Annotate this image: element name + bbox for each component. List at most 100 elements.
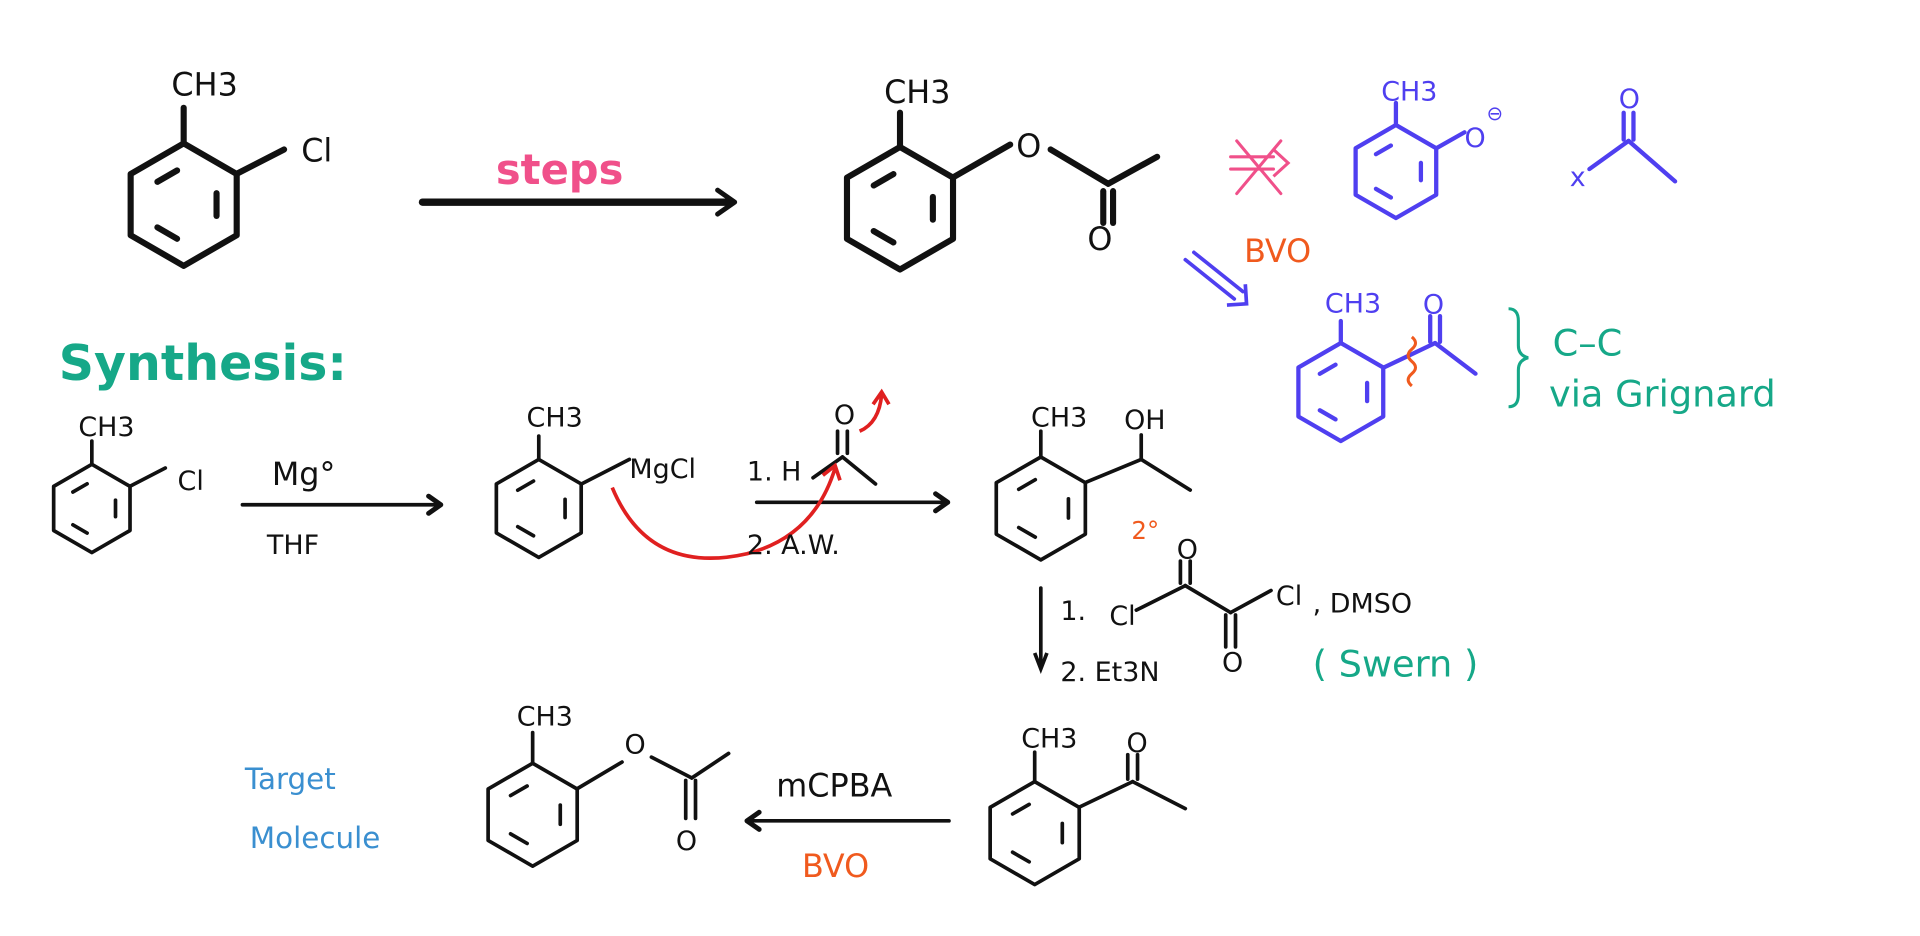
bond — [233, 146, 288, 178]
acyl-x: x — [1570, 162, 1586, 193]
mg-reagent: Mg° — [272, 455, 336, 493]
bond — [127, 466, 168, 489]
aromatic-double-bond — [1317, 362, 1338, 376]
bond — [1587, 138, 1631, 172]
s2-ch3: CH3 — [527, 402, 583, 433]
et3n-label: 2. Et3N — [1060, 657, 1159, 688]
s1-cl: Cl — [178, 466, 204, 497]
start-ch3-label: CH3 — [171, 66, 237, 104]
aromatic-double-bond — [1016, 477, 1038, 492]
bond — [1434, 130, 1467, 151]
acyl-o: O — [1619, 84, 1640, 115]
bond — [1134, 583, 1188, 612]
target-ester-o: O — [624, 729, 645, 760]
aromatic-double-bond — [870, 227, 897, 246]
aromatic-double-bond — [508, 784, 529, 798]
bond — [1626, 138, 1678, 184]
target-label-1: Target — [244, 762, 336, 796]
aromatic-double-bond — [154, 167, 181, 185]
steps-arrowhead — [715, 187, 738, 217]
bvo-label: BVO — [802, 847, 869, 885]
aromatic-double-bond — [1317, 408, 1338, 422]
mcpba-label: mCPBA — [776, 766, 892, 804]
grignard-ring — [494, 457, 584, 560]
start-cl-label: Cl — [301, 132, 332, 170]
oxalyl-o-top: O — [1177, 535, 1198, 566]
bond — [1228, 588, 1273, 615]
ketone-ch3-retro: CH3 — [1325, 288, 1381, 319]
ketone-ch3: CH3 — [1021, 723, 1077, 754]
alcohol-ring — [994, 455, 1088, 562]
product-ring — [843, 143, 957, 273]
mg-arrowhead — [426, 493, 444, 516]
bond — [1139, 457, 1193, 492]
target-ch3: CH3 — [517, 701, 573, 732]
aromatic-double-bond — [508, 832, 529, 846]
bond — [1047, 146, 1112, 187]
mgcl-label: MgCl — [629, 454, 696, 485]
alcohol-oh: OH — [1124, 405, 1165, 436]
s1-ch3: CH3 — [78, 412, 134, 443]
ketone-ring-retro — [1296, 340, 1386, 444]
aromatic-double-bond — [154, 224, 181, 242]
product-ester-o: O — [1016, 127, 1041, 165]
alcohol-ch3: CH3 — [1031, 402, 1087, 433]
aromatic-double-bond — [1016, 525, 1038, 539]
secondary-label: 2° — [1131, 516, 1159, 545]
target-label-2: Molecule — [250, 821, 381, 855]
retro-arrowhead — [1272, 148, 1291, 178]
phenoxide-ch3: CH3 — [1381, 76, 1437, 107]
electron-pushing-arrowhead — [821, 462, 842, 481]
aromatic-double-bond — [1373, 143, 1394, 157]
bond — [840, 455, 878, 486]
bond — [811, 455, 845, 480]
grignard-arrowhead — [933, 491, 951, 514]
cross-mark — [1235, 139, 1283, 196]
thf-solvent: THF — [266, 530, 319, 561]
bvo-retro-label: BVO — [1244, 232, 1311, 270]
target-ring — [486, 761, 580, 869]
bond — [949, 141, 1014, 181]
reagent-2-aw: 2. A.W. — [747, 530, 840, 561]
curly-brace — [1508, 307, 1529, 409]
cc-label: C–C — [1553, 321, 1623, 364]
ketone-o-retro: O — [1423, 290, 1444, 321]
bond — [574, 760, 624, 791]
via-grignard-label: via Grignard — [1549, 373, 1776, 416]
ketone-ring — [988, 779, 1082, 887]
aromatic-double-bond — [1373, 186, 1394, 200]
bond — [579, 457, 632, 486]
electron-pushing-arrow — [858, 394, 884, 433]
retrosynthesis-arrow — [1192, 250, 1245, 294]
oxalyl-cl-right: Cl — [1276, 581, 1302, 612]
swern-step-1: 1. — [1060, 596, 1086, 627]
aromatic-double-bond — [515, 479, 536, 493]
aromatic-double-bond — [71, 522, 89, 535]
phenoxide-o: O — [1464, 123, 1485, 154]
swern-label: ( Swern ) — [1313, 642, 1479, 685]
aromatic-double-bond — [515, 524, 536, 538]
electron-pushing-arrowhead — [871, 388, 891, 406]
reagent-1-h: 1. H — [747, 456, 802, 487]
chlorotoluene-ring-small — [51, 462, 132, 555]
bond — [1130, 779, 1188, 811]
steps-label: steps — [496, 145, 623, 194]
aromatic-double-bond — [1010, 850, 1032, 864]
phenoxide-ring — [1353, 122, 1439, 221]
retrosynthesis-arrow — [1183, 257, 1237, 301]
aromatic-double-bond — [1010, 802, 1032, 816]
aromatic-double-bond — [870, 171, 897, 189]
negative-charge: ⊖ — [1487, 102, 1503, 125]
disconnection-squiggle — [1406, 335, 1418, 388]
dmso-label: , DMSO — [1313, 589, 1412, 620]
bond — [1076, 779, 1135, 810]
product-carbonyl-o: O — [1087, 220, 1112, 258]
ketone-o: O — [1127, 728, 1148, 759]
product-ch3-label: CH3 — [884, 73, 950, 111]
aromatic-double-bond — [71, 481, 89, 494]
chlorotoluene-ring — [127, 140, 240, 269]
retrosynthesis-arrowhead — [1226, 284, 1249, 307]
swern-arrowhead — [1032, 652, 1049, 675]
bond — [649, 755, 694, 780]
